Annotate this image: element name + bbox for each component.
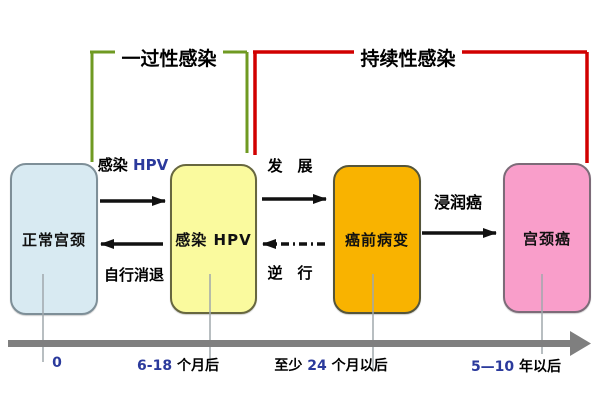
- node-cervical-cancer-label: 宫颈癌: [522, 229, 571, 248]
- arrow-label-infect-cn: 感染: [97, 156, 134, 174]
- timeline-label-2-post: 个月以后: [326, 358, 388, 374]
- node-precancerous-lesion-label: 癌前病变: [344, 231, 409, 249]
- timeline-arrowhead-icon: [570, 331, 591, 356]
- timeline-label-0: 0: [40, 355, 74, 371]
- node-hpv-infected-label: 感染 HPV: [175, 230, 252, 249]
- timeline-label-24-months: 至少 24 个月以后: [268, 355, 394, 375]
- timeline-bar: [8, 340, 572, 347]
- timeline-label-0-num: 0: [52, 355, 62, 371]
- node-normal-cervix: 正常宫颈: [10, 163, 98, 315]
- node-hpv-infected: 感染 HPV: [170, 164, 257, 314]
- timeline-label-3-post: 年以后: [514, 359, 562, 375]
- timeline-label-2-pre: 至少: [274, 358, 308, 374]
- node-cervical-cancer: 宫颈癌: [503, 163, 591, 313]
- persistent-infection-label: 持续性感染: [354, 45, 462, 73]
- timeline-label-3-num: 5—10: [470, 359, 515, 375]
- arrow-label-infect-hpv: 感染 HPV: [95, 154, 171, 175]
- transient-infection-label: 一过性感染: [115, 45, 223, 73]
- timeline-label-6-18-months: 6-18 个月后: [128, 355, 228, 375]
- arrow-label-self-regression: 自行消退: [103, 266, 164, 284]
- timeline-label-1-post: 个月后: [172, 358, 219, 374]
- timeline-label-5-10-years: 5—10 年以后: [458, 356, 574, 376]
- node-normal-cervix-label: 正常宫颈: [21, 230, 86, 249]
- arrow-label-reverse: 逆 行: [267, 264, 313, 282]
- arrow-label-infect-en: HPV: [133, 156, 169, 174]
- timeline-label-1-num: 6-18: [137, 358, 173, 374]
- timeline-label-2-num: 24: [307, 358, 327, 374]
- node-precancerous-lesion: 癌前病变: [333, 165, 421, 314]
- arrow-label-invasive-carcinoma: 浸润癌: [433, 193, 482, 212]
- arrow-label-develop: 发 展: [267, 157, 313, 175]
